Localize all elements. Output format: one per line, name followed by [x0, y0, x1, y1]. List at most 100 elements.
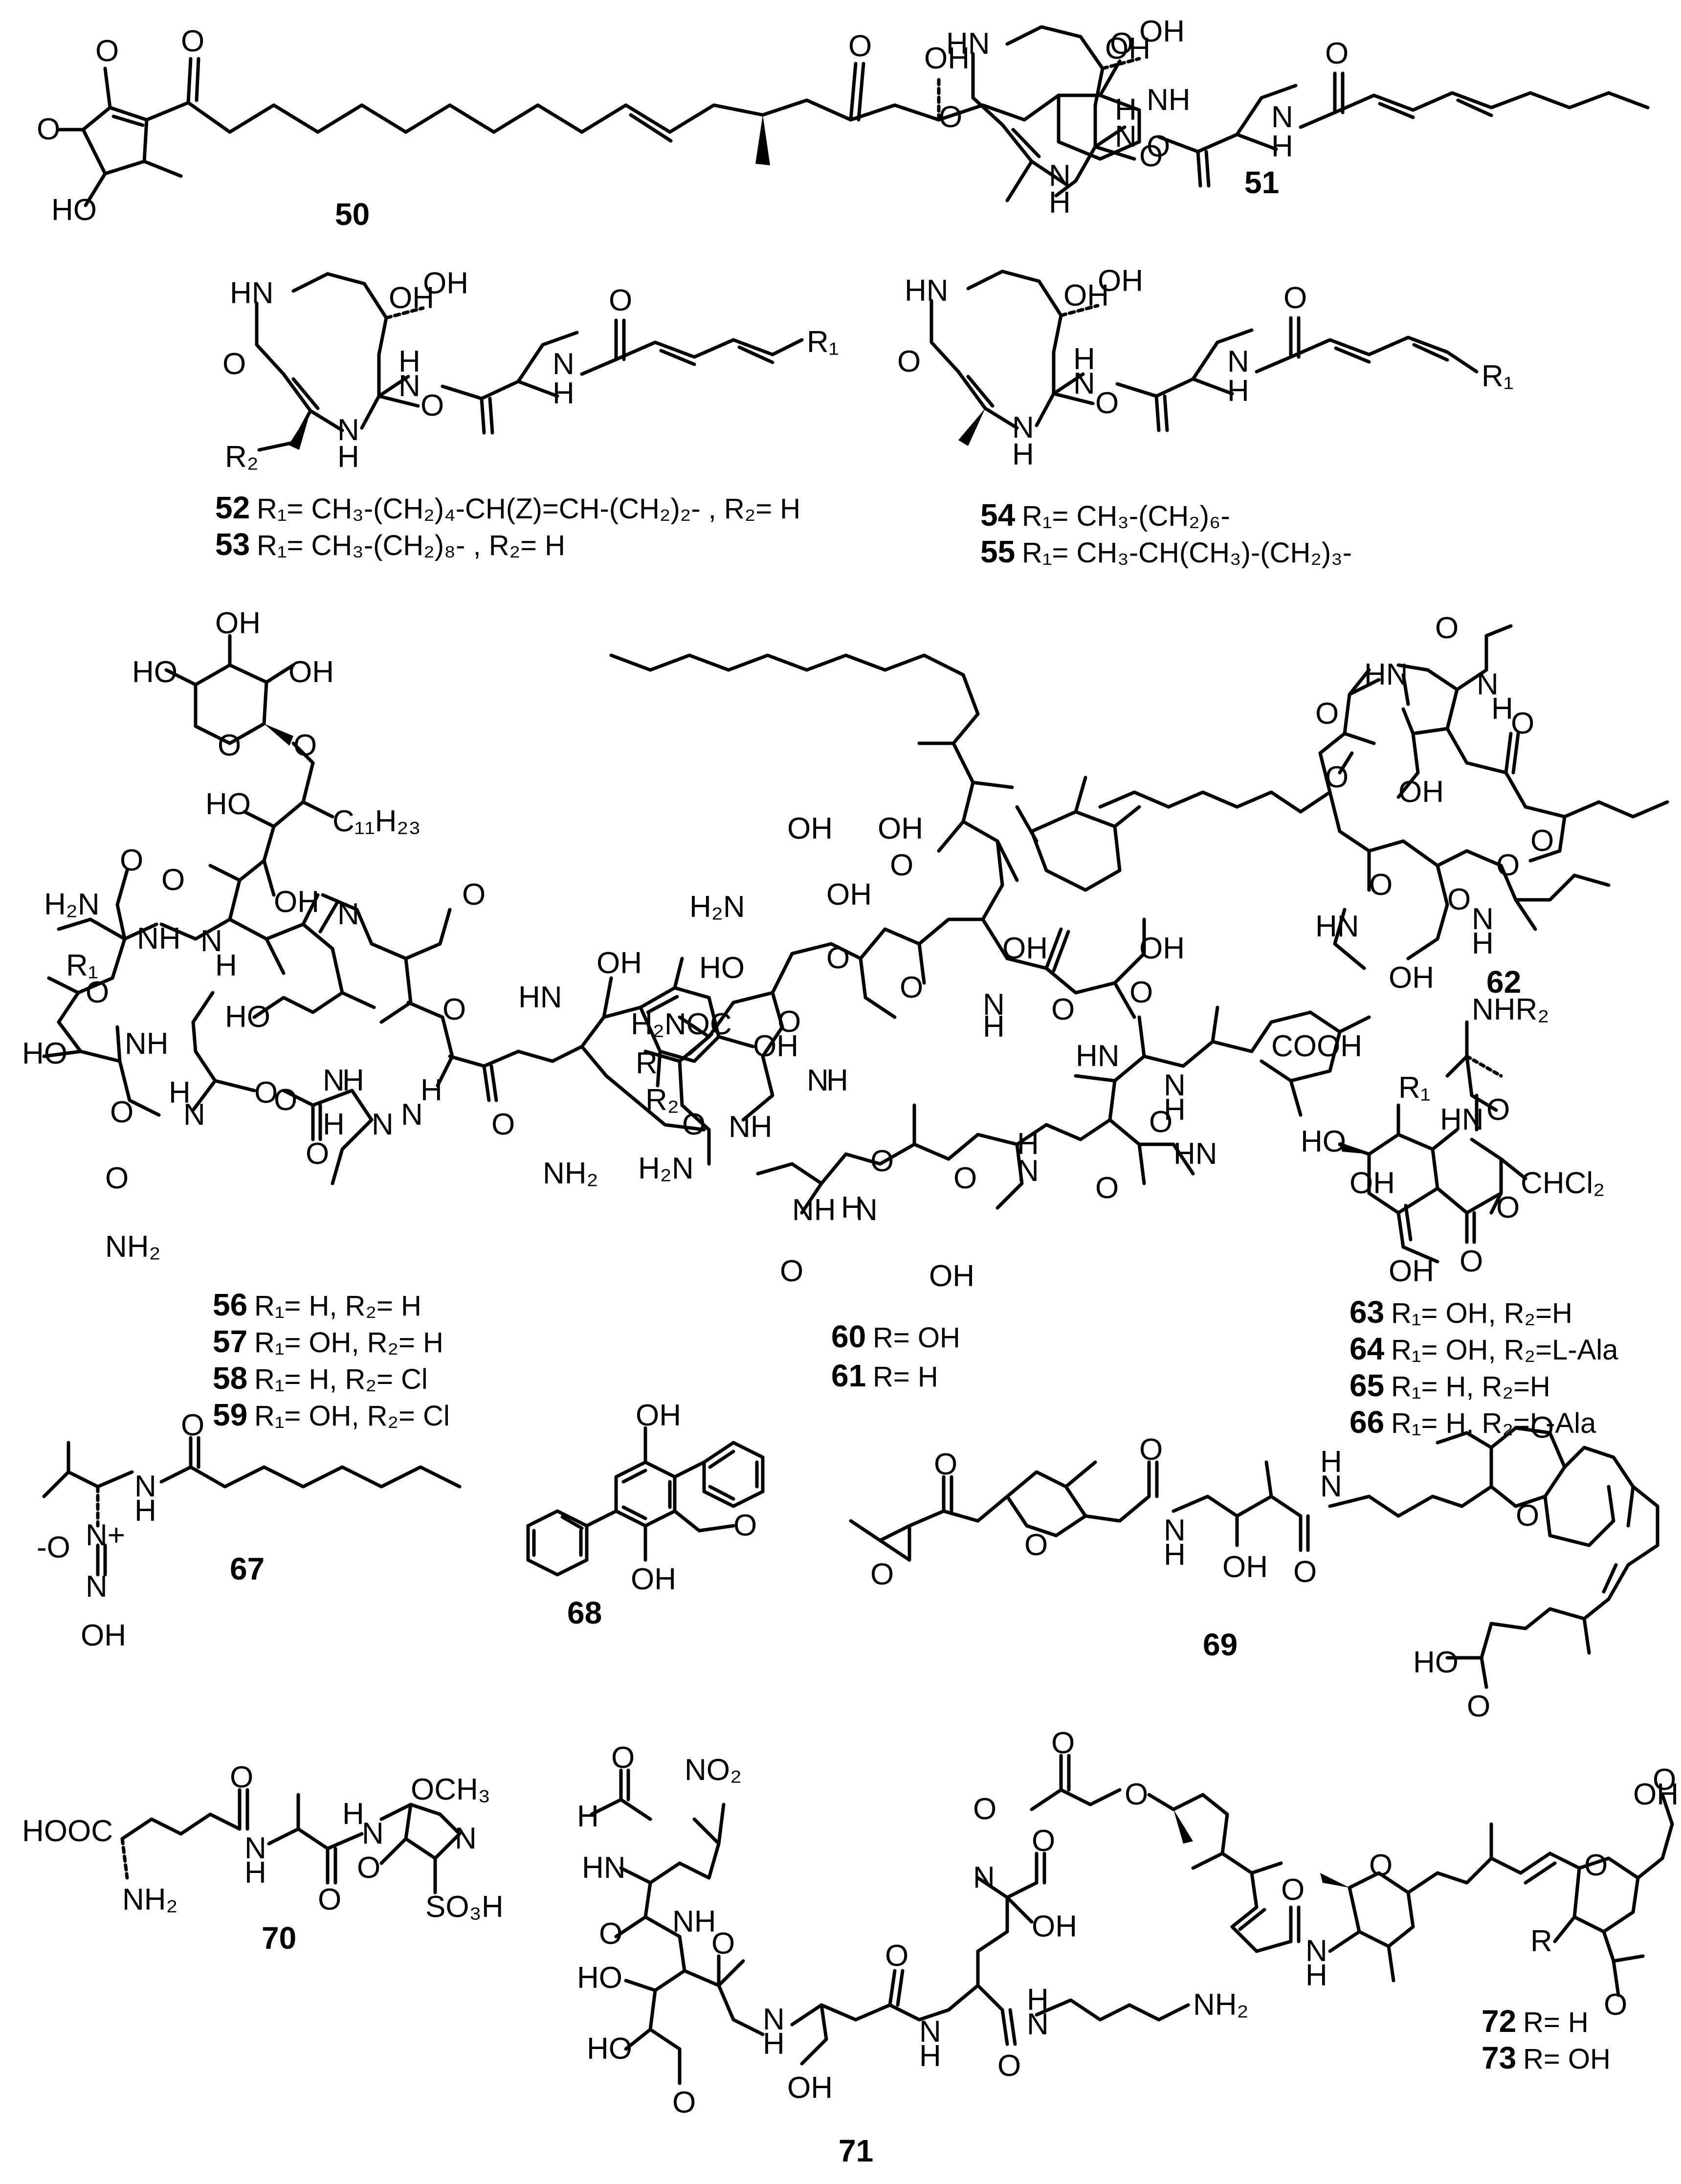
atom-label: R	[636, 1047, 658, 1080]
atom-label: N	[983, 988, 1005, 1022]
compound-70: HOOC NH₂ O N H O H N OCH₃ O N SO₃H 70	[22, 1761, 504, 1956]
atom-label: N	[1271, 100, 1293, 134]
substituent-legend: R₁= CH₃-CH(CH₃)-(CH₂)₃-	[1022, 537, 1352, 569]
atom-label: O	[274, 1083, 297, 1117]
atom-label: O	[218, 729, 241, 762]
atom-label: OH	[597, 946, 642, 980]
atom-label: N	[1049, 159, 1071, 193]
atom-label: H	[1320, 1445, 1342, 1479]
atom-label: O	[900, 971, 923, 1004]
atom-label: OCH₃	[411, 1773, 490, 1806]
substituent-legend: R₁= OH, R₂= H	[254, 1327, 443, 1359]
atom-label: N	[1472, 902, 1494, 936]
compound-number: 70	[262, 1920, 296, 1956]
atom-label: OH	[1389, 961, 1434, 995]
atom-label: O	[420, 389, 444, 423]
atom-label: OH	[1098, 264, 1143, 298]
atom-label: O	[682, 1108, 706, 1141]
atom-label: N	[244, 1831, 266, 1865]
atom-label: O	[442, 993, 466, 1026]
atom-label: O	[1460, 1245, 1483, 1278]
compound-number: 58	[213, 1360, 247, 1396]
atom-label: O	[1032, 1824, 1055, 1858]
atom-label: NH	[729, 1110, 773, 1144]
atom-label: N	[856, 1193, 878, 1227]
atom-label: OH	[1633, 1778, 1679, 1811]
atom-label: O	[1653, 1763, 1676, 1797]
atom-label: NH	[792, 1193, 836, 1227]
compound-number: 59	[213, 1397, 247, 1432]
compound-60-61: OH OH OH O O H₂N HO H₂NOC R O N H O NH H…	[609, 653, 1395, 1393]
atom-label: H	[983, 1010, 1005, 1044]
atom-label: N+	[86, 1518, 125, 1552]
atom-label: H	[1491, 692, 1513, 726]
atom-label: H	[841, 1191, 863, 1225]
substituent-legend: R₁= H, R₂= Cl	[254, 1363, 428, 1395]
atom-label: N	[1164, 1069, 1186, 1102]
compound-number: 55	[980, 534, 1015, 569]
atom-label: OH	[826, 878, 872, 912]
atom-label: OH	[81, 1619, 126, 1652]
atom-label: O	[357, 1851, 380, 1885]
atom-label: OH	[215, 606, 261, 640]
atom-label: R₁	[807, 325, 839, 359]
atom-label: OH	[389, 281, 434, 315]
atom-label: C₁₁H₂₃	[332, 804, 421, 838]
atom-label: H	[919, 2039, 941, 2073]
atom-label: H	[1012, 438, 1034, 471]
compound-67: O N H -O N+ N OH 67	[37, 1408, 462, 1652]
atom-label: N	[1012, 411, 1034, 445]
atom-label: N	[1227, 345, 1249, 379]
substituent-legend: R₁= OH, R₂=L-Ala	[1391, 1334, 1618, 1366]
atom-label: O	[711, 1927, 735, 1961]
atom-label: HN	[905, 274, 949, 308]
atom-label: HN	[946, 27, 990, 61]
substituent-legend: R₁= H, R₂=H	[1391, 1371, 1550, 1403]
compound-number: 66	[1349, 1404, 1384, 1440]
atom-label: R₁	[66, 949, 98, 982]
atom-label: N	[807, 1064, 829, 1097]
atom-label: O	[1325, 37, 1349, 70]
atom-label: H	[577, 1800, 599, 1833]
atom-label: O	[105, 1161, 129, 1195]
atom-label: N	[1164, 1514, 1186, 1547]
atom-label: HOOC	[22, 1814, 113, 1848]
atom-label: H	[420, 1073, 442, 1107]
atom-label: O	[1147, 130, 1170, 163]
atom-label: N	[763, 2003, 785, 2036]
atom-label: NH₂	[122, 1883, 178, 1917]
compound-62: O HN N H O O OH O O O O HN O N H OH 62	[1098, 611, 1669, 1000]
atom-label: O	[1110, 27, 1133, 61]
atom-label: NH	[125, 1027, 169, 1061]
atom-label: H	[1027, 1983, 1049, 2017]
compound-number: 50	[335, 197, 370, 232]
atom-label: R₂	[225, 440, 259, 474]
atom-label: H₂N	[689, 890, 745, 924]
atom-label: OH	[288, 655, 334, 689]
substituent-legend: R= OH	[1523, 2043, 1611, 2075]
atom-label: OH	[924, 42, 970, 75]
atom-label: O	[973, 1792, 996, 1826]
compound-50: O O HO O O OH O NH O 50	[37, 24, 1191, 232]
atom-label: O	[318, 1883, 341, 1917]
atom-label: NH	[672, 1905, 716, 1939]
atom-label: H	[337, 440, 359, 474]
atom-label: N	[1027, 2007, 1049, 2041]
atom-label: R₁	[1398, 1071, 1431, 1105]
compound-68: OH O OH 68	[526, 1399, 765, 1630]
atom-label: O	[1496, 1191, 1520, 1225]
compound-number: 68	[567, 1595, 602, 1630]
atom-label: O	[306, 1137, 329, 1171]
atom-label: O	[1129, 976, 1153, 1009]
atom-label: O	[1051, 993, 1075, 1026]
atom-label: O	[1139, 1433, 1163, 1467]
atom-label: O	[1604, 1988, 1627, 2022]
atom-label: NH	[1147, 83, 1191, 117]
substituent-legend: R₁= OH, R₂=H	[1391, 1297, 1572, 1329]
atom-label: OH	[787, 2071, 833, 2105]
atom-label: O	[1051, 1726, 1075, 1760]
compound-number: 57	[213, 1324, 247, 1359]
atom-label: H	[1271, 130, 1293, 163]
atom-label: OH	[1032, 1910, 1077, 1943]
atom-label: O	[870, 1144, 894, 1178]
